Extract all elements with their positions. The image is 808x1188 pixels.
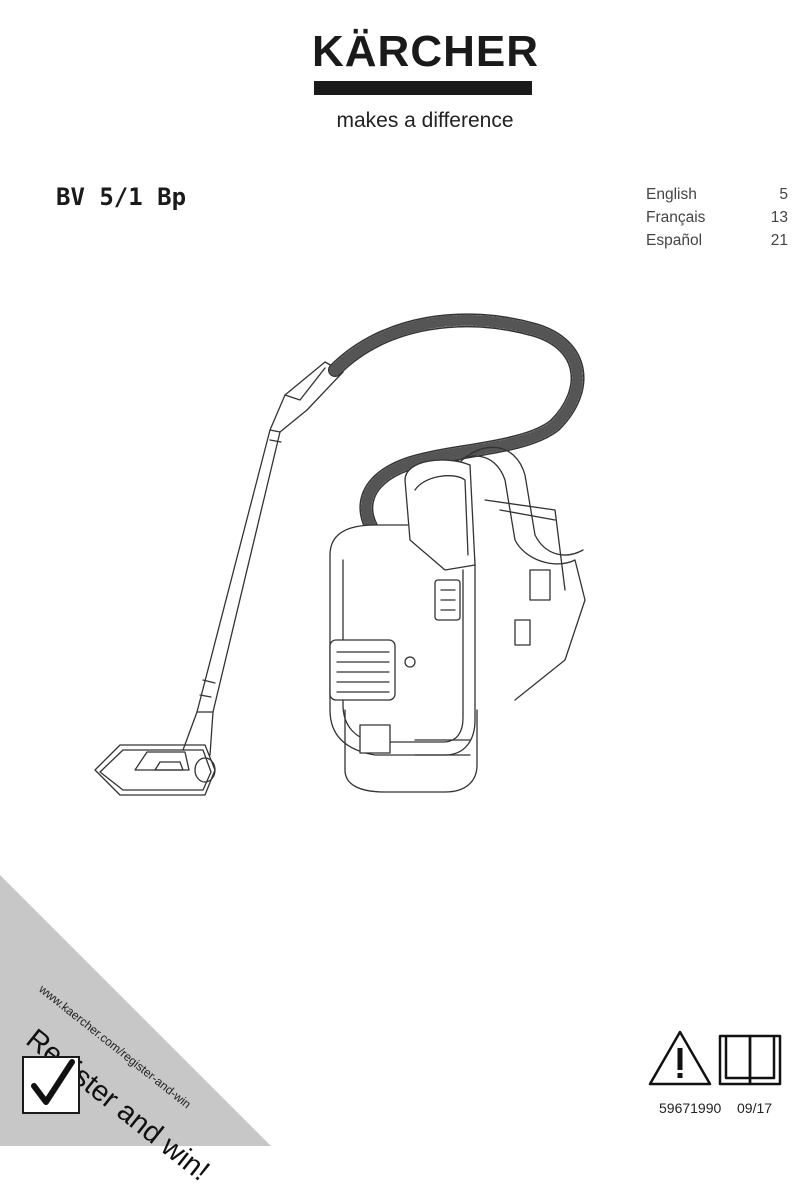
language-name: Español <box>646 232 703 249</box>
document-number: 59671990 <box>659 1100 722 1116</box>
logo-underline-bar <box>314 81 532 95</box>
brand-logo: KÄRCHER <box>312 27 539 76</box>
language-contents-list: English 5 Français 13 Español 21 <box>646 186 788 255</box>
checkmark-box-icon <box>22 1056 80 1114</box>
brand-tagline: makes a difference <box>336 109 514 132</box>
backpack-vacuum-illustration <box>94 313 586 796</box>
safety-symbols <box>648 1030 782 1086</box>
product-model-title: BV 5/1 Bp <box>56 183 187 211</box>
language-page-number: 5 <box>779 186 788 203</box>
open-manual-book-icon <box>718 1034 782 1086</box>
language-name: English <box>646 186 697 203</box>
language-name: Français <box>646 209 706 226</box>
language-entry[interactable]: Español 21 <box>646 232 788 255</box>
warning-triangle-icon <box>648 1030 712 1086</box>
register-corner-banner[interactable] <box>0 0 808 1146</box>
language-page-number: 13 <box>770 209 788 226</box>
language-page-number: 21 <box>770 232 788 249</box>
language-entry[interactable]: English 5 <box>646 186 788 209</box>
document-date: 09/17 <box>737 1100 773 1116</box>
language-entry[interactable]: Français 13 <box>646 209 788 232</box>
